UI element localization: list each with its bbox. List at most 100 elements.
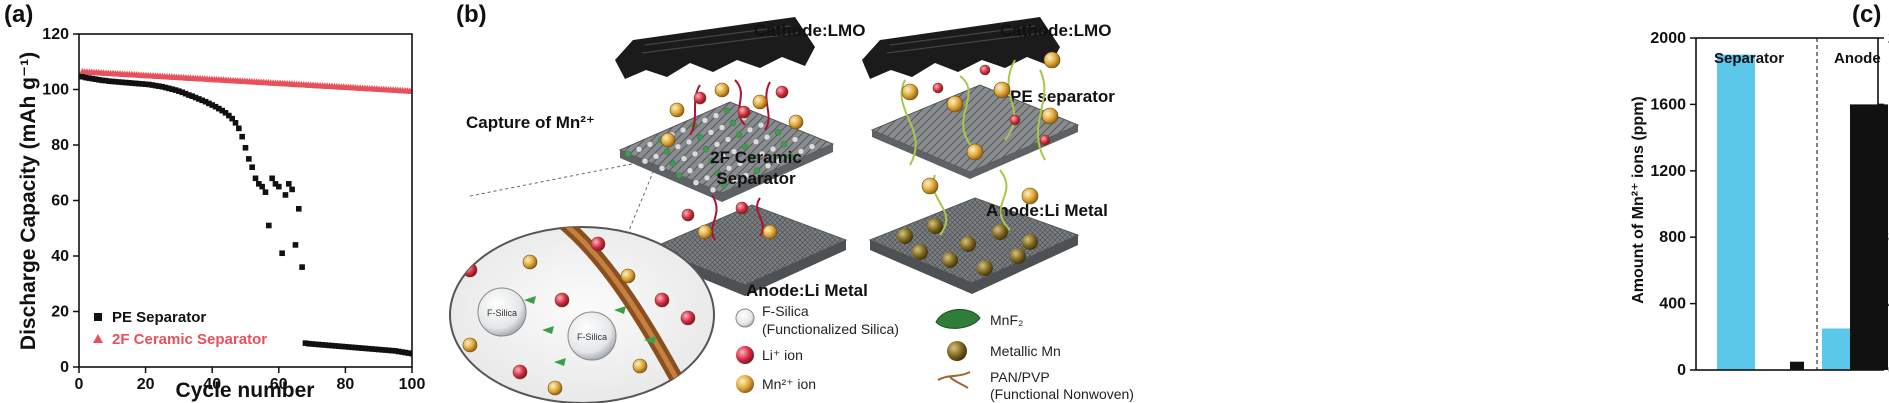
separator-particle <box>729 119 737 126</box>
separator-particle <box>753 167 761 174</box>
y-tick-label: 0 <box>60 359 69 376</box>
li-ion <box>554 292 570 308</box>
point-pe <box>392 348 399 354</box>
point-pe <box>359 345 365 351</box>
point-pe <box>242 144 249 151</box>
panel-a-plot-frame <box>78 33 413 368</box>
right-cathode-label: Cathode:LMO <box>1000 21 1111 40</box>
mnf2-particle <box>644 336 656 344</box>
point-pe <box>136 80 142 87</box>
point-pe <box>162 84 169 91</box>
separator-particle <box>702 145 710 153</box>
separator-particle <box>703 174 711 182</box>
separator-particle <box>714 169 722 177</box>
legend-mnf2-icon <box>935 309 981 329</box>
legend-fsilica-1: F-Silica <box>762 303 809 319</box>
separator-particle <box>725 165 733 172</box>
x-tick-label: 100 <box>399 376 426 393</box>
point-pe <box>352 344 359 351</box>
panel-a: (a) Discharge Capacity (mAh g⁻¹) Cycle n… <box>4 1 425 402</box>
li-ion <box>512 364 528 380</box>
separator-particle <box>696 133 704 141</box>
metallic-mn <box>1022 234 1038 250</box>
mn-ion <box>1043 51 1061 69</box>
separator-particle <box>652 153 660 160</box>
legend-label-ceramic: 2F Ceramic Separator <box>112 331 267 348</box>
mn-ion <box>620 268 636 284</box>
point-pe <box>295 206 302 212</box>
region-label-separator: Separator <box>1714 50 1784 67</box>
point-pe <box>192 94 199 101</box>
point-pe <box>259 183 265 190</box>
point-pe <box>199 97 206 104</box>
separator-particle <box>735 131 743 138</box>
legend-mn: Mn²⁺ ion <box>762 376 816 392</box>
separator-particle <box>663 148 671 155</box>
legend-label-pe: PE Separator <box>112 309 206 326</box>
mn-ion <box>522 254 538 270</box>
point-ceramic <box>408 87 412 94</box>
point-pe <box>282 192 289 198</box>
point-pe <box>152 82 159 89</box>
left-tick-label: 2000 <box>1650 30 1686 47</box>
x-tick-label: 80 <box>337 376 355 393</box>
legend-fsilica-2: (Functionalized Silica) <box>762 321 899 337</box>
right-cathode-block <box>862 17 1060 79</box>
metallic-mn <box>927 218 943 234</box>
separator-particle <box>731 177 739 184</box>
li-ion <box>590 236 606 252</box>
separator-particle <box>724 136 732 143</box>
lens-particles <box>462 236 696 396</box>
separator-particle <box>697 162 705 170</box>
metallic-mn <box>992 224 1008 240</box>
li-ion <box>680 310 696 326</box>
point-pe <box>86 75 92 81</box>
fsilica-tag-1: F-Silica <box>487 308 517 318</box>
legend-pan-2: (Functional Nonwoven) <box>990 386 1134 402</box>
separator-particle <box>769 145 777 153</box>
point-pe <box>312 341 319 348</box>
legend-pan-1: PAN/PVP <box>990 369 1050 385</box>
point-pe <box>182 90 189 97</box>
separator-particle <box>709 186 717 194</box>
bar-pppepp <box>1790 361 1804 370</box>
separator-particle <box>692 179 700 186</box>
point-pe <box>142 81 149 88</box>
point-pe <box>385 347 392 354</box>
li-ion <box>1039 134 1051 146</box>
point-pe <box>305 340 312 347</box>
point-pe <box>272 181 279 187</box>
right-anode-label: Anode:Li Metal <box>986 201 1108 220</box>
right-ions <box>901 51 1061 205</box>
li-ion <box>737 105 751 119</box>
point-pe <box>402 349 409 356</box>
separator-particle <box>719 153 727 160</box>
metallic-mn <box>897 228 913 244</box>
point-pe <box>219 107 225 114</box>
legend-li: Li⁺ ion <box>762 347 803 363</box>
point-pe <box>82 74 89 81</box>
point-pe <box>176 88 182 94</box>
point-pe <box>252 175 259 182</box>
panel-a-xlabel: Cycle number <box>176 379 315 402</box>
mn-ion <box>462 337 478 353</box>
point-pe <box>132 80 139 87</box>
legend-mnf2: MnF₂ <box>990 312 1023 328</box>
point-pe <box>212 103 219 110</box>
point-pe <box>116 79 122 85</box>
point-pe <box>266 222 272 229</box>
point-pe <box>166 85 172 92</box>
left-separator-label-1: 2F Ceramic <box>710 148 802 167</box>
mn-ion <box>1021 187 1039 205</box>
panel-b-letter: (b) <box>456 1 487 28</box>
point-pe <box>122 79 129 86</box>
point-pe <box>379 346 385 353</box>
point-pe <box>106 78 112 84</box>
separator-particle <box>808 143 816 150</box>
point-pe <box>279 250 285 257</box>
separator-particle <box>701 117 709 124</box>
separator-particle <box>674 143 682 150</box>
fsilica-sphere-2 <box>567 311 617 361</box>
right-cell: Cathode:LMO PE separator Anode:Li Metal <box>862 17 1115 294</box>
